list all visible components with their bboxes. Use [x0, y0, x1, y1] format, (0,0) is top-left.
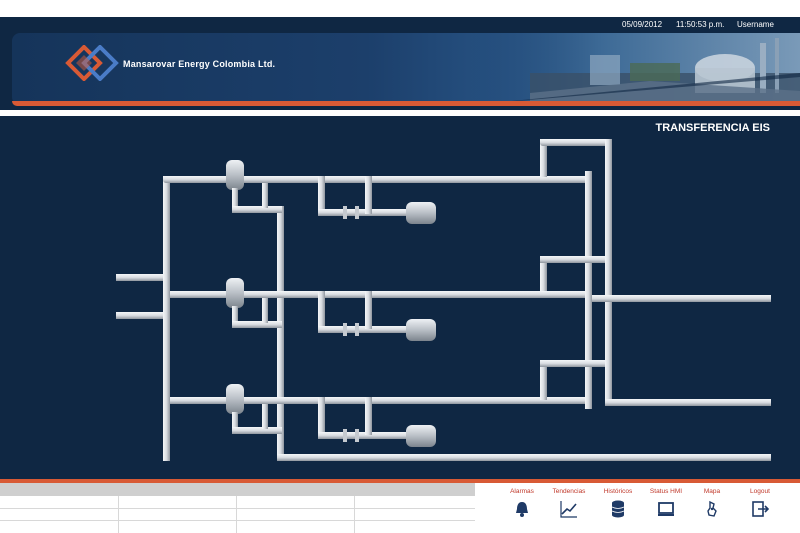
pipeline-diagram	[116, 139, 771, 461]
page-title: TRANSFERENCIA EIS	[655, 122, 771, 134]
inlet-pipe-1	[116, 274, 164, 281]
alarm-table-header	[0, 483, 475, 496]
nav-historicos[interactable]: Históricos	[591, 483, 645, 533]
time-display: 11:50:53 p.m.	[676, 20, 725, 29]
nav-tendencias-label: Tendencias	[552, 488, 586, 495]
nav-mapa[interactable]: Mapa	[685, 483, 739, 533]
pump-motor-2[interactable]	[406, 319, 436, 341]
pump-motor-3[interactable]	[406, 425, 436, 447]
username-label[interactable]: Username	[737, 20, 774, 29]
company-banner: Mansarovar Energy Colombia Ltd.	[12, 33, 800, 105]
pump-train-1	[170, 160, 590, 224]
nav-historicos-label: Históricos	[603, 488, 633, 495]
footer-accent-stripe	[0, 479, 800, 483]
nav-logout[interactable]: Logout	[733, 483, 787, 533]
outlet-pipe-1	[605, 399, 771, 406]
return-header-pipe	[277, 206, 284, 456]
pump-motor-1[interactable]	[406, 202, 436, 224]
date-display: 05/09/2012	[622, 20, 663, 29]
facility-photo	[470, 33, 800, 105]
nav-status-hmi-label: Status HMI	[649, 488, 683, 495]
nav-logout-label: Logout	[750, 488, 770, 495]
inlet-pipe-2	[116, 312, 164, 319]
banner-accent-stripe	[12, 101, 800, 106]
logout-icon	[752, 501, 770, 517]
return-line-pipe	[277, 454, 771, 461]
header-divider	[0, 110, 800, 116]
bottom-navigation: Alarmas Tendencias Históricos Status HMI…	[475, 483, 800, 533]
nav-mapa-label: Mapa	[703, 488, 721, 495]
nav-status-hmi[interactable]: Status HMI	[639, 483, 693, 533]
nav-alarmas[interactable]: Alarmas	[495, 483, 549, 533]
trend-chart-icon	[560, 501, 577, 518]
company-logo	[65, 45, 119, 81]
nav-alarmas-label: Alarmas	[510, 488, 534, 495]
pump-train-2	[170, 278, 590, 341]
company-name: Mansarovar Energy Colombia Ltd.	[123, 59, 276, 69]
monitor-icon	[658, 502, 674, 516]
nav-tendencias[interactable]: Tendencias	[542, 483, 596, 533]
pump-train-3	[170, 384, 590, 447]
map-icon	[707, 500, 717, 517]
process-diagram-area: TRANSFERENCIA EIS	[0, 116, 800, 479]
discharge-header-pipe	[585, 171, 592, 409]
top-margin	[0, 0, 800, 17]
bell-icon	[516, 502, 528, 517]
inlet-header-pipe	[163, 176, 170, 461]
alarm-table	[0, 496, 475, 533]
outlet-pipe-2	[592, 295, 771, 302]
database-icon	[611, 500, 625, 518]
